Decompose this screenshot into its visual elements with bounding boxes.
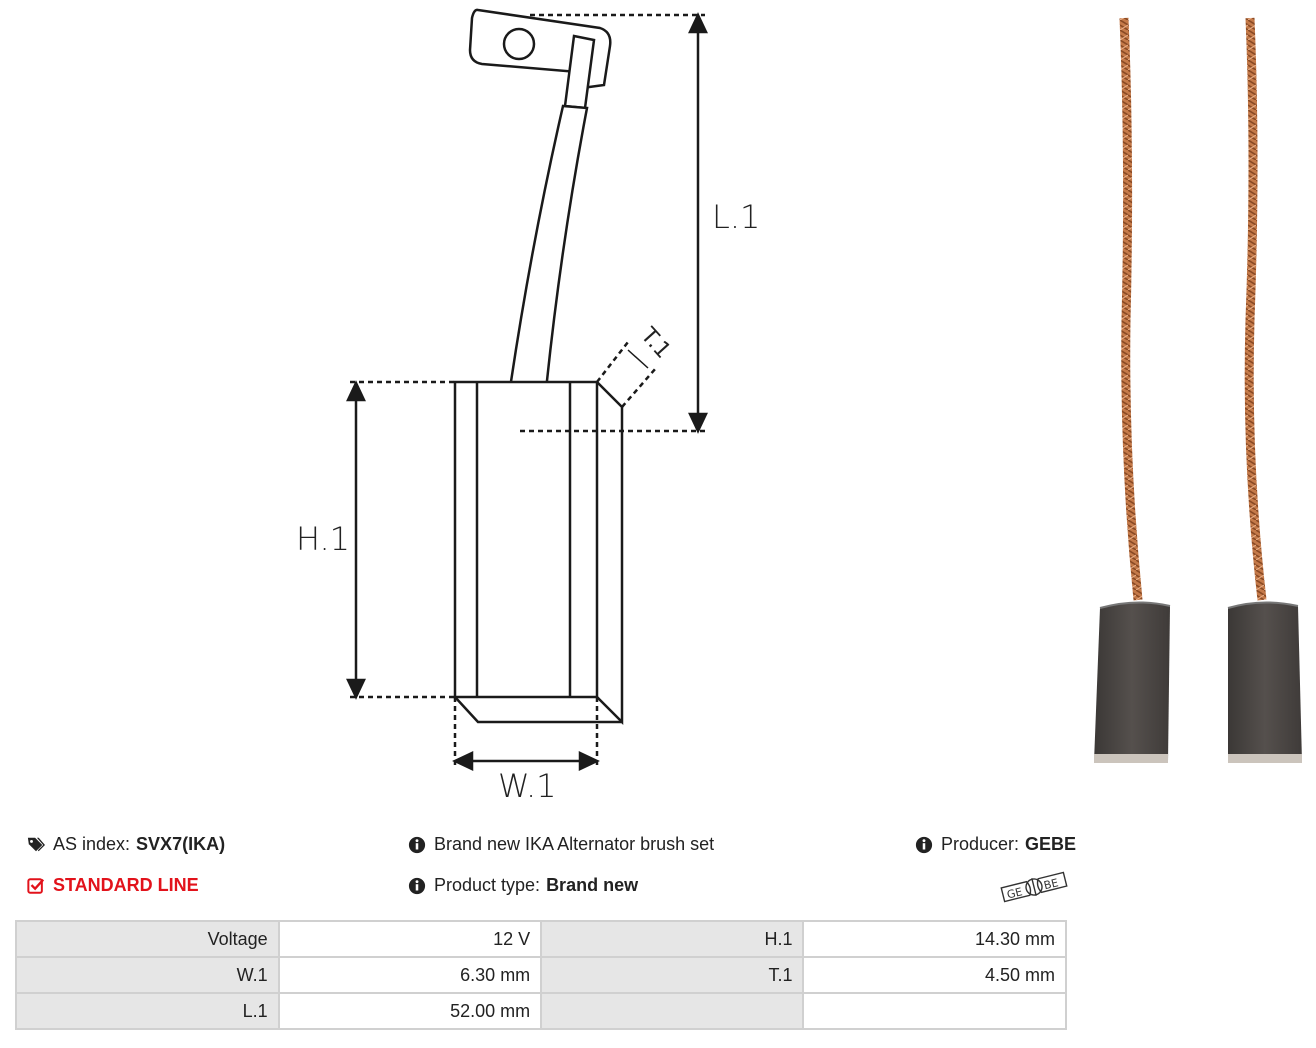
check-square-icon	[27, 877, 45, 894]
producer-logo: GE BE	[1000, 871, 1068, 903]
standard-line-row: STANDARD LINE	[27, 875, 199, 896]
spec-value: 12 V	[277, 920, 543, 958]
specs-table: Voltage 12 V H.1 14.30 mm W.1 6.30 mm T.…	[15, 920, 1067, 1030]
as-index-value: SVX7(IKA)	[136, 834, 226, 854]
spec-value: 14.30 mm	[802, 920, 1067, 958]
spec-label: H.1	[540, 920, 805, 958]
spec-label: W.1	[15, 956, 280, 994]
info-circle-icon	[408, 836, 426, 853]
description-row: Brand new IKA Alternator brush set	[408, 834, 714, 855]
product-type-row: Product type: Brand new	[408, 875, 638, 896]
info-circle-icon	[408, 877, 426, 894]
spec-value: 4.50 mm	[802, 956, 1067, 994]
table-row: L.1 52.00 mm	[15, 992, 1067, 1030]
dim-label-width: W.1	[498, 767, 557, 805]
spec-label: T.1	[540, 956, 805, 994]
spec-value-empty	[802, 992, 1067, 1030]
producer-row: Producer: GEBE	[915, 834, 1076, 855]
brush-photo-right	[1227, 17, 1302, 763]
spec-value: 6.30 mm	[277, 956, 543, 994]
product-type-label: Product type:	[434, 875, 541, 895]
dim-label-length: L.1	[712, 198, 760, 236]
brush-body	[453, 380, 624, 726]
spec-label: Voltage	[15, 920, 280, 958]
producer-value: GEBE	[1025, 834, 1077, 854]
logo-text-right: BE	[1042, 876, 1059, 892]
dimension-guides	[350, 13, 708, 768]
dim-label-thickness: T.1	[635, 323, 676, 364]
terminal-lug	[468, 8, 612, 434]
info-circle-icon	[915, 836, 933, 853]
spec-label-empty	[540, 992, 805, 1030]
product-type-value: Brand new	[546, 875, 639, 895]
table-row: W.1 6.30 mm T.1 4.50 mm	[15, 956, 1067, 994]
spec-value: 52.00 mm	[277, 992, 543, 1030]
brush-diagram: L.1 H.1 W.1 T.1	[296, 8, 1302, 805]
description-text: Brand new IKA Alternator brush set	[434, 834, 715, 854]
as-index-row: AS index: SVX7(IKA)	[27, 834, 225, 855]
product-photo	[1094, 17, 1302, 763]
dim-label-height: H.1	[296, 520, 350, 558]
producer-label: Producer:	[941, 834, 1020, 854]
brush-photo-left	[1094, 17, 1171, 763]
as-index-label: AS index:	[53, 834, 131, 854]
standard-line-label: STANDARD LINE	[53, 875, 199, 895]
table-row: Voltage 12 V H.1 14.30 mm	[15, 920, 1067, 958]
spec-label: L.1	[15, 992, 280, 1030]
logo-text-left: GE	[1006, 885, 1024, 901]
dimension-arrows	[346, 12, 708, 771]
tags-icon	[27, 837, 45, 851]
